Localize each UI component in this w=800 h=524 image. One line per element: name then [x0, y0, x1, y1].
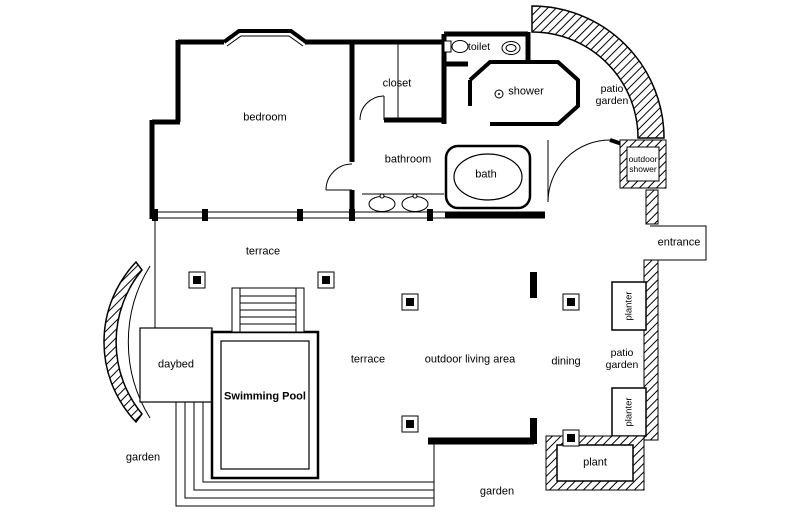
patio-garden-top-line2: garden	[595, 95, 629, 107]
room-label-terrace-lower: terrace	[350, 353, 386, 366]
column-icon	[562, 293, 580, 311]
column-icon	[317, 271, 335, 289]
room-label-shower: shower	[508, 85, 544, 98]
planter-bottom-box	[611, 387, 647, 437]
window-posts	[152, 209, 433, 221]
room-label-swimming-pool: Swimming Pool	[224, 390, 306, 403]
room-label-bedroom: bedroom	[243, 111, 287, 124]
outdoor-shower-line1: outdoor	[628, 154, 658, 164]
room-label-toilet: toilet	[467, 41, 491, 53]
toilet-icon	[443, 40, 469, 53]
column-icon	[401, 293, 419, 311]
room-label-closet: closet	[382, 77, 412, 90]
room-label-garden-left: garden	[125, 451, 161, 464]
room-label-bathroom: bathroom	[384, 153, 432, 166]
outdoor-shower-line2: shower	[629, 164, 657, 174]
column-icons	[188, 271, 580, 447]
room-label-dining: dining	[551, 355, 581, 368]
daybed-box	[139, 327, 213, 403]
room-label-entrance: entrance	[657, 236, 701, 249]
bidet-icon	[501, 41, 521, 55]
shower-walls	[468, 60, 580, 126]
wall-stub-bottom	[530, 418, 537, 444]
room-label-plant: plant	[583, 456, 607, 469]
bay-window	[222, 29, 308, 47]
patio-curved-wall	[531, 5, 665, 139]
room-label-patio-garden-top: patio garden	[596, 83, 629, 107]
patio-garden-right-line1: patio	[610, 347, 634, 359]
pool-stairs-icon	[231, 287, 305, 333]
planter-top-box	[611, 281, 647, 331]
room-label-daybed: daybed	[157, 358, 195, 371]
room-label-terrace-upper: terrace	[245, 245, 281, 258]
swimming-pool-shape	[210, 330, 320, 480]
column-icon	[188, 271, 206, 289]
column-icon	[401, 415, 419, 433]
room-label-outdoor-shower: outdoor shower	[629, 154, 658, 174]
house-walls	[149, 31, 531, 219]
room-label-planter-top: planter	[623, 291, 635, 321]
room-label-patio-garden-right: patio garden	[606, 347, 639, 371]
entrance-steps	[650, 225, 707, 261]
left-curved-wall	[103, 260, 143, 424]
patio-garden-top-line1: patio	[600, 83, 624, 95]
shower-head-icon	[494, 89, 504, 99]
room-label-bath: bath	[475, 168, 497, 181]
right-wall-upper	[645, 189, 659, 225]
column-icon	[562, 429, 580, 447]
plant-box	[545, 435, 645, 491]
patio-garden-right-line2: garden	[605, 359, 639, 371]
sink-icons	[362, 193, 444, 212]
room-label-planter-bottom: planter	[623, 397, 635, 427]
room-label-outdoor-living-area: outdoor living area	[424, 353, 516, 366]
door-swing-icons	[325, 95, 611, 203]
bathtub-icon	[444, 144, 532, 210]
room-label-garden-bottom: garden	[479, 485, 515, 498]
outdoor-shower-enclosure	[619, 139, 667, 189]
wall-stub-top	[530, 272, 537, 298]
